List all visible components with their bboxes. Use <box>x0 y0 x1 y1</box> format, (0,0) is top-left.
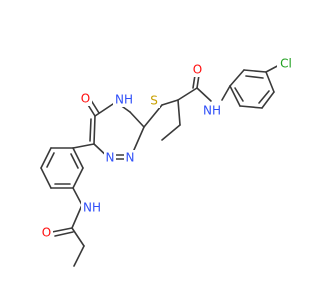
atom-label-text: O <box>193 63 202 77</box>
atom-label-text: N <box>126 151 135 165</box>
atom-amide-carbonyl-oxygen: O <box>191 62 204 77</box>
atom-ring-nh: NH <box>113 92 135 107</box>
atom-amide-nh: NH <box>201 103 223 118</box>
atom-label-text: O <box>42 226 51 240</box>
atom-label-text: NH <box>203 104 221 118</box>
atom-chlorine: Cl <box>277 56 295 71</box>
atom-sulfur: S <box>148 93 160 108</box>
atom-label-text: S <box>150 94 158 108</box>
atom-ring-nitrogen-right: N <box>124 150 136 165</box>
atom-propanoyl-carbonyl-oxygen: O <box>40 225 53 240</box>
atom-label-text: Cl <box>280 57 292 71</box>
bond-lines <box>40 62 284 267</box>
atom-label-text: NH <box>115 93 133 107</box>
atom-aniline-nh: NH <box>81 200 103 215</box>
atom-label-text: O <box>81 92 90 106</box>
atom-label-text: NH <box>83 201 101 215</box>
atom-labels: O NH N N S O NH Cl <box>40 56 295 240</box>
atom-ring-carbonyl-oxygen: O <box>79 91 92 106</box>
molecule-diagram: O NH N N S O NH Cl <box>40 56 295 267</box>
atom-ring-nitrogen-left: N <box>104 150 116 165</box>
atom-label-text: N <box>106 151 115 165</box>
